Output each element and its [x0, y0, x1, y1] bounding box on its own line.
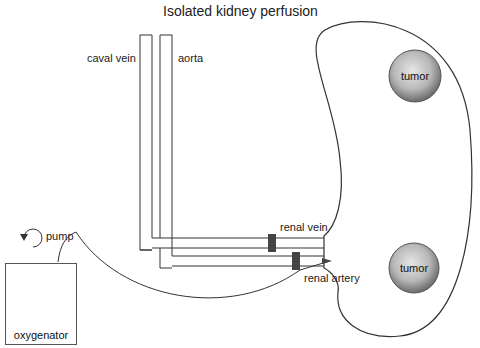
- tumor-fill: [389, 243, 439, 293]
- diagram-title: Isolated kidney perfusion: [163, 3, 318, 19]
- caval-vein-tube: [140, 35, 152, 250]
- node-label: tumor: [400, 262, 428, 275]
- pump-arrowhead: [20, 234, 28, 241]
- aorta-tube: [160, 35, 172, 268]
- renal-vein-clamp: [268, 234, 276, 252]
- vessel-label: renal vein: [280, 221, 328, 234]
- perfusion-tubing: [58, 232, 330, 298]
- vessel-label: aorta: [178, 52, 203, 65]
- catheter-tip: [322, 258, 332, 264]
- tumor-circle: tumor: [388, 49, 442, 103]
- node-label: oxygenator: [14, 329, 68, 342]
- tumor-circle: tumor: [388, 242, 440, 294]
- pump-symbol: [24, 229, 42, 247]
- tumor-fill: [389, 50, 441, 102]
- renal-artery-clamp: [292, 252, 300, 270]
- vessel-label: renal artery: [304, 272, 360, 285]
- oxygenator-outline: [6, 264, 77, 345]
- renal-artery-tube: [172, 256, 324, 266]
- kidney-outline: [316, 22, 472, 337]
- oxygenator-box: oxygenator: [5, 263, 77, 345]
- node-label: tumor: [401, 70, 429, 83]
- pump-label: pump: [46, 230, 74, 243]
- renal-vein-tube: [140, 238, 324, 250]
- vessel-label: caval vein: [87, 52, 136, 65]
